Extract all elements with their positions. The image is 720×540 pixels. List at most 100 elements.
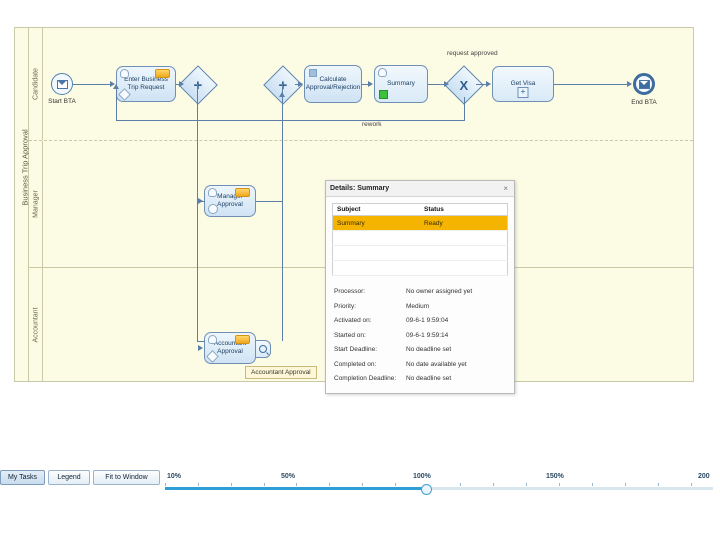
details-panel-header: Details: Summary × <box>326 181 514 197</box>
field-value: No owner assigned yet <box>406 288 472 295</box>
flow-connector <box>197 341 205 342</box>
flow-connector <box>116 120 465 121</box>
subprocess-get-visa[interactable]: Get Visa + <box>492 66 554 102</box>
table-row[interactable] <box>333 231 508 246</box>
bell-icon <box>208 188 217 197</box>
lane-label-accountant: Accountant <box>32 307 39 342</box>
message-envelope-icon <box>639 80 650 89</box>
flow-arrow <box>279 92 285 97</box>
magnifier-icon <box>259 345 267 353</box>
details-panel[interactable]: Details: Summary × Subject Status Summar… <box>325 180 515 394</box>
flow-connector <box>197 201 205 202</box>
flow-arrow <box>113 84 119 89</box>
exclusive-gateway[interactable]: X <box>450 71 476 97</box>
end-event-label: End BTA <box>617 99 671 106</box>
cell-subject <box>333 231 421 246</box>
start-event-label: Start BTA <box>33 98 91 105</box>
zoom-tick-150: 150% <box>546 473 564 480</box>
lane-label-manager: Manager <box>32 190 39 218</box>
flow-arrow <box>198 345 203 351</box>
field-start-deadline: Start Deadline: No deadline set <box>334 346 506 353</box>
zoom-task-icon[interactable] <box>256 340 271 358</box>
process-canvas[interactable]: Business Trip Approval Candidate Start B… <box>14 27 694 382</box>
flow-connector <box>275 201 283 202</box>
flow-arrow <box>627 81 632 87</box>
task-tooltip: Accountant Approval <box>245 366 317 379</box>
field-value: 09-6-1 9:59:04 <box>406 317 448 324</box>
flow-arrow <box>368 81 373 87</box>
active-status-marker <box>379 90 388 99</box>
zoom-tick-200: 200 <box>698 473 710 480</box>
field-label: Started on: <box>334 332 406 339</box>
start-event-node[interactable] <box>51 73 73 95</box>
field-activated-on: Activated on: 09-6-1 9:59:04 <box>334 317 506 324</box>
gateway-symbol: X <box>460 78 469 91</box>
field-label: Priority: <box>334 303 406 310</box>
legend-button[interactable]: Legend <box>48 470 90 485</box>
close-icon[interactable]: × <box>501 184 510 193</box>
cell-status <box>420 246 508 261</box>
flow-arrow <box>486 81 491 87</box>
fit-to-window-button[interactable]: Fit to Window <box>93 470 160 485</box>
field-label: Completion Deadline: <box>334 375 406 382</box>
field-label: Activated on: <box>334 317 406 324</box>
field-label: Start Deadline: <box>334 346 406 353</box>
bell-icon <box>120 69 129 78</box>
bell-icon <box>208 335 217 344</box>
cell-subject: Summary <box>333 216 421 231</box>
flow-connector <box>428 84 445 85</box>
field-completed-on: Completed on: No date available yet <box>334 361 506 368</box>
flow-rail-join <box>282 84 283 341</box>
task-manager-approval[interactable]: Manager Approval <box>204 185 256 217</box>
cell-status <box>420 231 508 246</box>
task-label: Enter Business Trip Request <box>123 76 169 92</box>
cell-status <box>420 261 508 276</box>
lane-header-accountant: Accountant <box>29 268 43 381</box>
field-value: No deadline set <box>406 346 451 353</box>
flow-arrow <box>179 81 184 87</box>
task-label: Summary <box>387 80 415 88</box>
flow-label-rework: rework <box>362 121 382 128</box>
column-header-subject: Subject <box>333 204 421 216</box>
field-value: Medium <box>406 303 429 310</box>
task-calculate-approval-rejection[interactable]: Calculate Approval/Rejection <box>304 65 362 103</box>
flow-connector <box>554 84 628 85</box>
task-accountant-approval[interactable]: Accountant Approval <box>204 332 256 364</box>
pool-label: Business Trip Approval <box>15 28 29 381</box>
flow-connector <box>73 84 111 85</box>
flow-label-request-approved: request approved <box>447 50 498 57</box>
task-summary[interactable]: Summary <box>374 65 428 103</box>
details-table: Subject Status Summary Ready <box>332 203 508 276</box>
flow-arrow <box>444 81 449 87</box>
table-row[interactable] <box>333 261 508 276</box>
field-value: No date available yet <box>406 361 467 368</box>
document-icon <box>235 335 250 344</box>
field-value: No deadline set <box>406 375 451 382</box>
flow-arrow <box>298 81 303 87</box>
document-icon <box>155 69 170 78</box>
my-tasks-button[interactable]: My Tasks <box>0 470 45 485</box>
field-completion-deadline: Completion Deadline: No deadline set <box>334 375 506 382</box>
flow-connector <box>464 97 465 120</box>
end-event-node[interactable] <box>633 73 655 95</box>
details-panel-title: Details: Summary <box>330 185 501 192</box>
field-label: Processor: <box>334 288 406 295</box>
bell-icon <box>378 68 387 77</box>
message-envelope-icon <box>57 80 68 89</box>
field-label: Completed on: <box>334 361 406 368</box>
field-started-on: Started on: 09-6-1 9:59:14 <box>334 332 506 339</box>
zoom-tick-10: 10% <box>167 473 181 480</box>
details-fields: Processor: No owner assigned yet Priorit… <box>334 288 506 382</box>
slider-thumb[interactable] <box>421 484 432 495</box>
cell-subject <box>333 261 421 276</box>
expand-subprocess-icon[interactable]: + <box>518 87 529 98</box>
slider-fill <box>165 487 427 490</box>
lane-label-candidate: Candidate <box>32 68 39 100</box>
zoom-tick-50: 50% <box>281 473 295 480</box>
table-row[interactable] <box>333 246 508 261</box>
zoom-slider[interactable]: 10% 50% 100% 150% 200 <box>165 479 713 493</box>
table-row[interactable]: Summary Ready <box>333 216 508 231</box>
flow-rail-split <box>197 84 198 341</box>
table-header-row: Subject Status <box>333 204 508 216</box>
task-enter-business-trip-request[interactable]: Enter Business Trip Request <box>116 66 176 102</box>
